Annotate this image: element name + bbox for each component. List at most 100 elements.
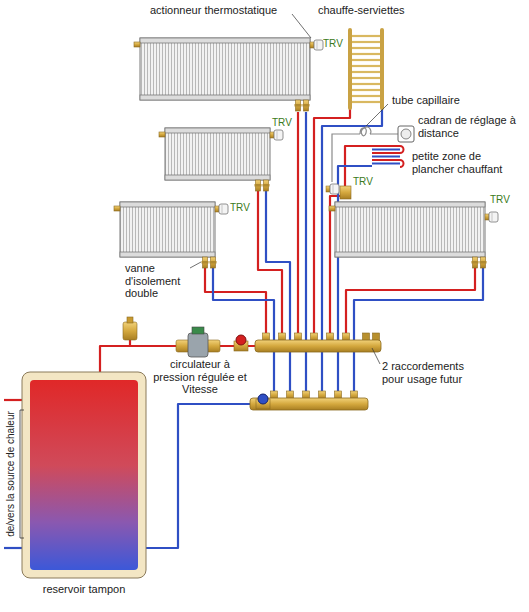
thermostatic-actuator	[492, 213, 493, 221]
trv-label: TRV	[353, 176, 377, 188]
towel-warmer	[350, 30, 382, 108]
radiator	[159, 132, 165, 137]
isolation-valve	[264, 180, 269, 191]
isolation-valve	[481, 257, 486, 268]
radiator	[114, 206, 120, 211]
floor-heating-coil	[372, 163, 400, 165]
radiator	[140, 38, 310, 100]
radiator	[165, 128, 270, 180]
leader-line	[292, 14, 311, 38]
air-vent	[123, 317, 137, 340]
radiator	[134, 38, 310, 100]
remote-dial	[398, 126, 414, 142]
radiator	[335, 252, 485, 257]
pipe	[258, 190, 282, 340]
trv-label: TRV	[490, 194, 516, 206]
isolation-valve	[202, 257, 217, 268]
thermostatic-actuator	[485, 214, 489, 220]
component-label: chauffe-serviettes	[318, 4, 423, 17]
floor-heating-coil	[372, 149, 400, 151]
isolation-valve	[472, 261, 479, 264]
pipe	[205, 266, 266, 340]
radiator	[159, 128, 270, 180]
supply-manifold	[255, 333, 381, 352]
isolation-valve	[263, 184, 270, 187]
floor-heating-coil	[372, 152, 400, 154]
radiator	[329, 206, 335, 211]
capillary-coil	[360, 127, 371, 136]
thermostatic-actuator	[333, 185, 334, 193]
towel-warmer	[350, 89, 382, 91]
circulator-pump	[188, 333, 208, 357]
towel-warmer	[350, 35, 382, 37]
towel-warmer	[350, 59, 382, 61]
thermostatic-actuator	[310, 40, 323, 50]
remote-dial	[398, 126, 414, 142]
towel-warmer	[348, 30, 352, 108]
side-label: de/vers la source de chaleur	[5, 411, 17, 537]
thermostatic-actuator	[317, 41, 318, 49]
pipe	[146, 404, 250, 548]
thermostatic-actuator	[326, 184, 339, 194]
thermostatic-actuator	[310, 42, 314, 48]
isolation-valve	[295, 104, 302, 107]
circulator-pump	[176, 327, 220, 357]
thermostatic-actuator	[277, 131, 278, 139]
bracket	[20, 410, 24, 538]
buffer-tank	[22, 372, 146, 578]
towel-warmer	[380, 30, 384, 108]
radiator	[335, 202, 485, 207]
component-label: circulateur à pression régulée et Vitess…	[148, 358, 252, 396]
towel-warmer	[350, 65, 382, 67]
towel-warmer	[350, 83, 382, 85]
pipe	[266, 190, 290, 398]
leader-line	[372, 348, 380, 364]
radiator	[335, 202, 485, 257]
isolation-valve	[295, 100, 310, 111]
component-label: reservoir tampon	[22, 583, 146, 596]
pipe	[346, 266, 475, 340]
leader-line	[366, 104, 388, 126]
pipe	[4, 547, 22, 549]
air-vent	[123, 322, 137, 340]
thermostatic-actuator	[219, 204, 228, 214]
leader-line	[190, 262, 201, 268]
radiator	[120, 202, 215, 257]
supply-manifold	[255, 340, 381, 352]
thermostatic-actuator	[330, 184, 339, 194]
towel-warmer	[350, 47, 382, 49]
pipe	[305, 112, 307, 398]
thermostatic-actuator	[274, 130, 283, 140]
thermostatic-actuator	[485, 212, 498, 222]
isolation-valve	[303, 104, 310, 107]
capillary-tube	[332, 134, 398, 182]
component-label: vanne d'isolement double	[125, 262, 197, 300]
ball-valve	[258, 394, 268, 404]
thermostatic-actuator	[270, 132, 274, 138]
isolation-valve	[256, 180, 261, 191]
component-label: cadran de réglage à distance	[418, 114, 526, 140]
isolation-valve	[296, 100, 301, 111]
thermostatic-actuator	[222, 205, 223, 213]
circulator-pump	[192, 327, 204, 334]
towel-warmer	[350, 77, 382, 79]
isolation-valve	[473, 257, 478, 268]
buffer-tank	[22, 372, 146, 578]
air-vent	[127, 317, 133, 323]
isolation-valve	[255, 180, 270, 191]
isolation-valve	[472, 257, 487, 268]
trv-label: TRV	[272, 117, 296, 129]
towel-warmer	[350, 95, 382, 97]
thermostatic-actuator	[314, 40, 323, 50]
thermostatic-actuator	[215, 204, 228, 214]
thermostatic-actuator	[215, 206, 219, 212]
radiator	[114, 202, 215, 257]
towel-warmer	[350, 71, 382, 73]
thermostatic-actuator	[489, 212, 498, 222]
isolation-valve	[210, 261, 217, 264]
radiator	[120, 252, 215, 257]
radiator	[165, 175, 270, 180]
towel-warmer	[350, 101, 382, 103]
remote-dial	[401, 129, 411, 139]
floor-heating-coil	[372, 159, 400, 161]
